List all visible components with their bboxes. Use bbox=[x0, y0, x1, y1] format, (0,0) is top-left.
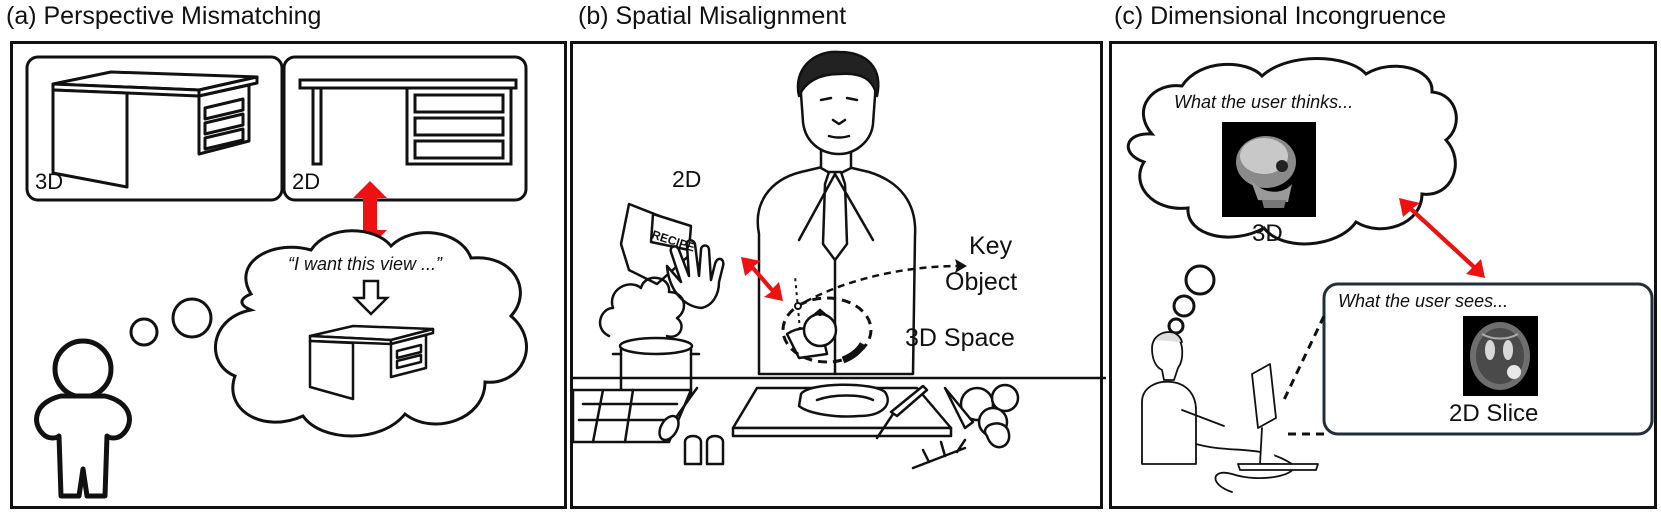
key-object-label-line1: Key bbox=[969, 232, 1013, 260]
salt-shaker bbox=[683, 434, 703, 466]
knife bbox=[889, 384, 929, 418]
thought-text: “I want this view ...” bbox=[288, 254, 443, 274]
desk-3d-label: 3D bbox=[35, 169, 64, 194]
spoon bbox=[658, 414, 680, 442]
onion bbox=[983, 422, 1011, 449]
panel-c-illustration bbox=[1126, 57, 1654, 493]
panel-b-illustration bbox=[573, 50, 1106, 470]
steam bbox=[598, 276, 686, 338]
key-object-label-line2: Object bbox=[945, 268, 1018, 296]
panel-perspective-mismatching: 3D 2D “I want this view ...” bbox=[10, 41, 567, 509]
desk-3d-drawing bbox=[51, 70, 259, 189]
man-tie bbox=[821, 170, 849, 262]
sees-caption: What the user sees... bbox=[1338, 291, 1509, 311]
key-object bbox=[802, 308, 838, 348]
label-2d: 2D bbox=[672, 166, 702, 192]
panel-a-illustration bbox=[25, 55, 528, 499]
red-double-arrow-icon bbox=[741, 257, 783, 301]
person-icon bbox=[34, 338, 132, 499]
thinks-label: 3D bbox=[1252, 220, 1283, 247]
pepper-shaker bbox=[705, 434, 725, 466]
herbs bbox=[911, 438, 967, 470]
user-at-computer bbox=[1141, 331, 1319, 493]
thinks-caption: What the user thinks... bbox=[1174, 92, 1354, 112]
desk-2d-label: 2D bbox=[292, 169, 321, 194]
panel-b-title: (b) Spatial Misalignment bbox=[578, 2, 847, 30]
red-double-arrow-icon bbox=[1399, 198, 1485, 278]
skull-icon bbox=[1236, 136, 1296, 208]
man-hair bbox=[796, 50, 880, 98]
panel-spatial-misalignment: 2D RECIPE Key Object 3D Space bbox=[570, 41, 1106, 509]
key-object-dashed-circle bbox=[781, 296, 873, 364]
brain-mri-icon bbox=[1470, 322, 1530, 390]
panel-dimensional-incongruence: What the user thinks... 3D What the user… bbox=[1109, 41, 1657, 509]
panel-c-title: (c) Dimensional Incongruence bbox=[1114, 2, 1447, 30]
carrot bbox=[943, 386, 975, 430]
hand bbox=[665, 239, 725, 310]
space-3d-label: 3D Space bbox=[905, 324, 1015, 352]
panel-a-title: (a) Perspective Mismatching bbox=[6, 2, 322, 30]
small-desk-drawing bbox=[308, 324, 435, 401]
steak bbox=[797, 383, 889, 418]
man-suit bbox=[756, 162, 917, 376]
desk-2d-drawing bbox=[298, 78, 518, 166]
down-arrow-icon bbox=[351, 279, 391, 316]
sees-label: 2D Slice bbox=[1449, 400, 1539, 427]
